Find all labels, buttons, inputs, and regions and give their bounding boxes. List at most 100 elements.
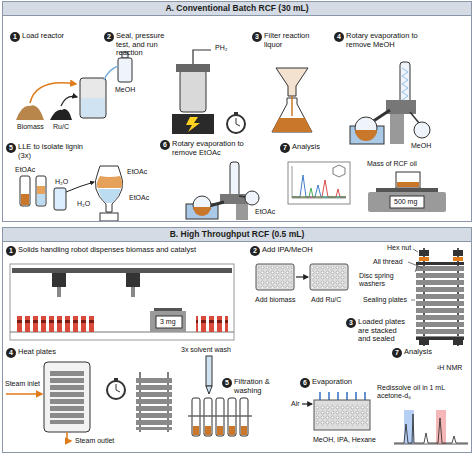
annotation-label: EtOAc	[128, 194, 150, 202]
plate-stack-art	[408, 248, 464, 346]
robot-art	[156, 316, 182, 328]
panel-heading: B. High Throughput RCF (0.5 mL)	[3, 228, 471, 242]
step-label: Add IPA/MeOH	[262, 246, 342, 255]
rotavap-art	[390, 112, 404, 144]
step-node: 2Seal, pressure test, and run reaction	[104, 32, 178, 58]
annotation-label: All thread	[372, 258, 404, 266]
lle-art	[98, 189, 121, 203]
filtration-art	[193, 426, 199, 435]
step-label: Seal, pressure test, and run reaction	[116, 32, 178, 58]
steam-heater-art	[6, 362, 90, 441]
reactor-art	[172, 50, 214, 134]
load-reactor-art	[30, 83, 76, 103]
annotation-label: 3x solvent wash	[180, 346, 232, 354]
well-plate-art	[296, 276, 308, 277]
filtration-art	[228, 398, 236, 436]
robot-art	[131, 287, 135, 297]
plate-stack-art	[453, 257, 463, 261]
step-number: 3	[346, 318, 356, 328]
filtration-art	[206, 386, 212, 394]
step-node: 5LLE to isolate lignin (3x)	[6, 143, 98, 160]
filtration-art	[229, 426, 235, 435]
cool-stack-art	[136, 376, 172, 430]
load-reactor-art	[16, 105, 44, 120]
step-label: Rotary evaporation to remove EtOAc	[172, 140, 254, 157]
annotation-label: Disc spring washers	[358, 272, 416, 287]
stopwatch-icon	[107, 378, 125, 399]
lle-art	[20, 176, 30, 206]
plate-stack-art	[416, 262, 464, 265]
lle-art	[95, 166, 122, 212]
load-reactor-art	[104, 66, 118, 80]
robot-art	[196, 316, 228, 332]
evaporator-art	[302, 392, 370, 430]
filtration-art	[240, 398, 248, 436]
rotavap-art	[386, 100, 416, 114]
lle-art	[54, 188, 66, 210]
well-plate-art	[312, 266, 346, 288]
robot-art	[57, 287, 61, 297]
rotavap-art	[186, 162, 259, 220]
load-reactor-art	[80, 78, 106, 118]
lle-art	[97, 176, 122, 188]
evaporator-art	[302, 403, 312, 404]
lle-art	[20, 166, 123, 221]
reactor-art	[186, 117, 200, 132]
plate-stack-art	[419, 340, 429, 345]
step-label: Loaded plates are stacked and sealed	[358, 318, 410, 344]
rotavap-art	[402, 68, 408, 100]
robot-art	[10, 264, 234, 340]
chromatogram-art	[333, 165, 345, 177]
step-number: 1	[6, 246, 16, 256]
annotation-label: H₂O	[54, 178, 69, 186]
annotation-label: Redissolve oil in 1 mL acetone-d₆	[376, 384, 468, 399]
step-number: 7	[280, 143, 290, 153]
filter-art	[272, 68, 312, 132]
annotation-label: Hex nut	[386, 244, 412, 252]
chromatogram-art	[292, 166, 346, 198]
annotation-label: Mass of RCF oil	[366, 160, 418, 168]
well-plate-art	[256, 264, 348, 290]
load-reactor-art	[50, 109, 72, 120]
steam-heater-art	[44, 362, 90, 432]
steam-heater-art	[50, 370, 84, 424]
reactor-art	[180, 70, 206, 112]
step-label: Filter reaction liquor	[264, 32, 318, 49]
panel: A. Conventional Batch RCF (30 mL)1Load r…	[2, 1, 472, 222]
rotavap-art	[245, 191, 259, 205]
step-label: Evaporation	[312, 378, 372, 387]
annotation-label: Biomass	[16, 123, 45, 131]
filtration-art	[205, 426, 211, 435]
step-label: Analysis	[292, 143, 342, 152]
step-node: 1Solids handling robot dispenses biomass…	[6, 246, 248, 256]
balance-art	[396, 172, 420, 188]
step-number: 4	[6, 348, 16, 358]
lle-art	[37, 186, 45, 194]
annotation-label: Add Ru/C	[310, 296, 342, 304]
reactor-art	[172, 114, 214, 134]
rotavap-art	[350, 62, 430, 144]
annotation-label: MeOH, IPA, Hexane	[312, 436, 377, 444]
robot-art	[12, 268, 232, 273]
annotation-label: Ru/C	[52, 123, 70, 131]
step-node: 5Filtration & washing	[222, 378, 292, 395]
annotation-label: Steam inlet	[4, 380, 41, 388]
stopwatch-icon	[107, 381, 125, 399]
filtration-art	[217, 426, 223, 435]
stopwatch-icon	[116, 384, 120, 392]
step-label: Filtration & washing	[234, 378, 292, 395]
step-node: 2Add IPA/MeOH	[250, 246, 342, 256]
robot-art	[126, 273, 140, 287]
nmr-spectrum-art	[394, 414, 468, 443]
annotation-label: 500 mg	[393, 198, 418, 206]
filtration-art	[188, 356, 252, 436]
plate-stack-art	[419, 250, 429, 256]
step-number: 6	[300, 378, 310, 388]
rotavap-art	[372, 110, 390, 122]
step-label: Analysis	[404, 348, 454, 357]
step-number: 4	[334, 32, 344, 42]
step-number: 5	[6, 143, 16, 153]
chromatogram-art	[288, 162, 350, 204]
plate-stack-art	[416, 264, 464, 339]
reactor-art	[193, 50, 211, 64]
